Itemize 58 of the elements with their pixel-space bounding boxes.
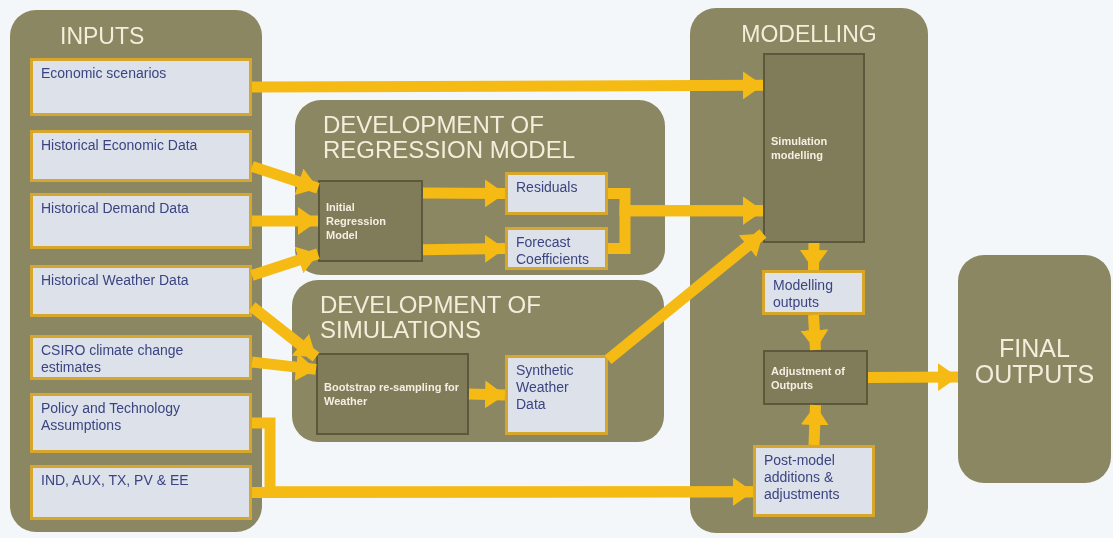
data-box — [30, 58, 252, 116]
process-box — [763, 350, 868, 405]
arrow — [250, 161, 320, 196]
process-box — [763, 53, 865, 243]
arrow — [604, 229, 767, 365]
box-label: Initial Regression Model — [326, 200, 387, 242]
arrow — [251, 71, 764, 100]
arrow — [800, 314, 829, 351]
data-box — [30, 130, 252, 182]
box-label: Synthetic Weather Data — [516, 362, 574, 412]
arrow — [468, 380, 506, 409]
box-label: Bootstrap re-sampling for Weather — [324, 380, 461, 408]
arrow — [252, 477, 753, 506]
arrow — [248, 302, 320, 362]
data-box — [30, 193, 252, 249]
box-label: Simulation modelling — [771, 134, 829, 162]
box-label: Policy and Technology Assumptions — [41, 400, 181, 433]
data-box — [505, 355, 608, 435]
box-label: Post-model additions & adjustments — [764, 452, 840, 502]
group-panel — [958, 255, 1111, 483]
process-box — [318, 180, 423, 262]
box-label: IND, AUX, TX, PV & EE — [41, 472, 189, 488]
group-title: DEVELOPMENT OF REGRESSION MODEL — [323, 112, 577, 163]
arrow — [608, 196, 763, 254]
group-title: FINAL OUTPUTS — [973, 335, 1096, 388]
arrow — [867, 363, 959, 392]
box-label: Historical Economic Data — [41, 137, 198, 153]
box-label: CSIRO climate change estimates — [41, 342, 184, 375]
data-box — [30, 335, 252, 380]
data-box — [505, 227, 608, 270]
data-box — [30, 393, 252, 453]
arrow — [423, 179, 505, 208]
arrow — [799, 242, 828, 271]
arrow — [800, 404, 829, 446]
arrow — [252, 207, 318, 235]
group-title: DEVELOPMENT OF SIMULATIONS — [320, 292, 542, 343]
box-label: Forecast Coefficients — [516, 234, 589, 267]
group-panel — [292, 280, 664, 442]
group-panel — [690, 8, 928, 533]
arrow — [422, 234, 506, 263]
process-box — [316, 353, 469, 435]
data-box — [505, 172, 608, 215]
box-label: Residuals — [516, 179, 578, 195]
box-label: Historical Weather Data — [41, 272, 189, 288]
group-panel — [10, 10, 262, 532]
box-label: Economic scenarios — [41, 65, 167, 81]
data-box — [30, 465, 252, 520]
arrow — [251, 353, 317, 381]
box-label: Adjustment of Outputs — [771, 363, 846, 392]
box-label: Modelling outputs — [773, 277, 833, 310]
data-box — [753, 445, 875, 517]
arrow — [250, 246, 320, 281]
box-label: Historical Demand Data — [41, 200, 189, 216]
group-panel — [295, 100, 665, 275]
group-title: MODELLING — [740, 22, 878, 47]
data-box — [762, 270, 865, 315]
data-box — [30, 265, 252, 317]
group-title: INPUTS — [60, 24, 146, 49]
